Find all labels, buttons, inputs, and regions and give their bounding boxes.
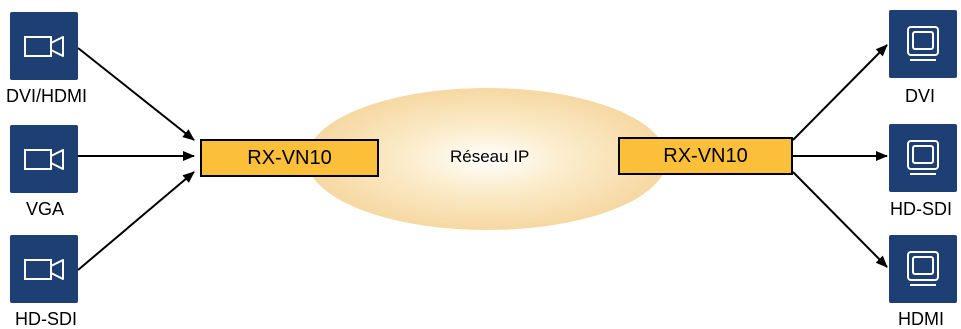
- ip-network-cloud: [307, 88, 667, 230]
- display-tile-1: [889, 10, 957, 78]
- video-camera-icon: [24, 36, 64, 57]
- decoder-box: RX-VN10: [618, 137, 793, 175]
- arrow-display-3: [792, 171, 888, 268]
- network-label: Réseau IP: [450, 147, 530, 166]
- display-tile-3: [889, 235, 957, 303]
- monitor-icon: [907, 251, 939, 286]
- monitor-icon: [907, 26, 939, 61]
- source-tile-1: [10, 12, 78, 80]
- source-tile-3: [10, 235, 78, 303]
- arrow-display-1: [792, 44, 888, 141]
- display-tile-2: [889, 124, 957, 192]
- display-label: DVI: [905, 86, 936, 106]
- display-label: HD-SDI: [890, 199, 952, 219]
- source-tile-2: [10, 125, 78, 193]
- arrow-source-3: [77, 171, 195, 271]
- video-camera-icon: [24, 259, 64, 280]
- arrow-source-1: [77, 47, 195, 141]
- encoder-box: RX-VN10: [200, 139, 379, 177]
- display-label: HDMI: [898, 309, 944, 329]
- source-label: DVI/HDMI: [6, 86, 87, 106]
- video-camera-icon: [24, 149, 64, 170]
- monitor-icon: [907, 140, 939, 175]
- source-label: VGA: [26, 199, 65, 219]
- source-label: HD-SDI: [15, 309, 77, 329]
